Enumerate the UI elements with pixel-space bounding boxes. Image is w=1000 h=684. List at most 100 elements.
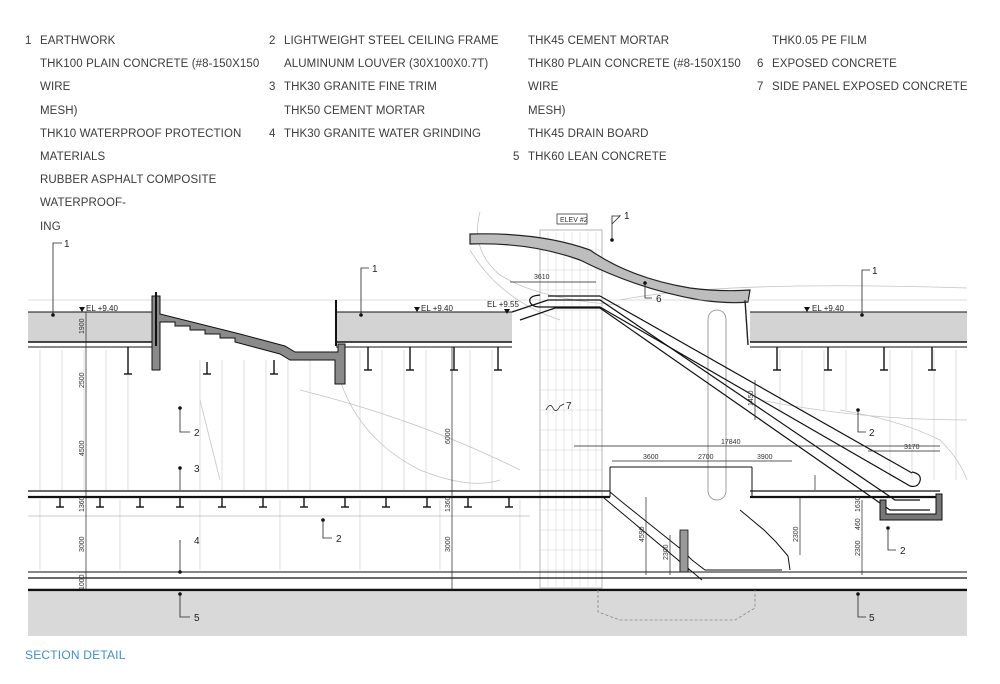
legend-entry-text: MESH) [528,104,566,117]
dim-1000: 1000 [79,574,86,590]
roof-slab-left [28,312,156,342]
legend-entry-number [513,100,528,123]
canopy-edge-stem [744,299,749,346]
legend-entry: THK10 WATERPROOF PROTECTION MATERIALS [25,123,265,169]
dim-3610: 3610 [534,274,550,281]
dim-6000: 6000 [445,428,452,444]
round-column [707,309,727,501]
ceiling-hangers [56,347,936,508]
dim-3170: 3170 [904,444,920,451]
legend-entry-number [25,100,40,123]
legend-entry-number [25,169,40,215]
callout-1-mid: 1 [372,264,378,275]
callout-7: 7 [566,401,572,412]
elevation-triangles [79,307,810,314]
legend-entry: ALUMINUNM LOUVER (30X100X0.7T) [269,53,509,76]
legend-entry-number: 5 [513,151,520,164]
louver-hatching [39,350,957,570]
legend-entry: THK100 PLAIN CONCRETE (#8-150X150 WIRE [25,53,265,99]
legend-entry: 7 SIDE PANEL EXPOSED CONCRETE [757,76,997,99]
callout-5-left: 5 [194,613,200,624]
dim-3900: 3900 [757,454,773,461]
legend-entry-number [269,53,284,76]
callout-2-d: 2 [900,546,906,557]
legend-entry: MESH) [513,100,753,123]
legend-entry-text: THK60 LEAN CONCRETE [528,151,667,164]
elev-tag-box [556,213,588,225]
dim-2300-a: 2300 [663,544,670,560]
roof-slab-lines [28,299,967,348]
legend-entry-number: 7 [757,81,764,94]
legend-entry-text: SIDE PANEL EXPOSED CONCRETE [772,81,968,94]
dim-3600: 3600 [643,454,659,461]
legend-entry: THK50 CEMENT MORTAR [269,100,509,123]
callout-3: 3 [194,464,200,475]
legend-entry: THK45 CEMENT MORTAR [513,30,753,53]
roof-slab-mid [336,312,512,342]
legend-entry: RUBBER ASPHALT COMPOSITE WATERPROOF- [25,169,265,215]
legend-entry-text: EXPOSED CONCRETE [772,58,897,71]
legend-entry-number: 4 [269,127,276,140]
dim-2300-b: 2300 [793,526,800,542]
callout-4: 4 [194,536,200,547]
legend-entry-text: MESH) [40,104,78,117]
ground-fill [28,592,967,636]
callout-leaders [52,215,896,618]
legend-column-3: THK45 CEMENT MORTAR THK80 PLAIN CONCRETE … [513,30,753,169]
dim-1630: 1630 [855,496,862,512]
dimension-lines [85,281,940,590]
legend-entry-number [757,30,772,53]
legend-entry: THK0.05 PE FILM [757,30,997,53]
legend-entry-number [25,123,40,169]
legend-entry-text: THK100 PLAIN CONCRETE (#8-150X150 WIRE [40,58,260,94]
dim-1360-mid: 1360 [445,496,452,512]
legend-entry: 5 THK60 LEAN CONCRETE [513,146,753,169]
legend-entry-text: THK30 GRANITE FINE TRIM [284,81,437,94]
legend-entry-text: THK50 CEMENT MORTAR [284,104,426,117]
background-curves [199,211,968,484]
dim-4500: 4500 [79,440,86,456]
legend-entry-text: THK80 PLAIN CONCRETE (#8-150X150 WIRE [528,58,741,94]
legend-entry-number [25,216,40,239]
legend-entry: MESH) [25,100,265,123]
legend-entry-number: 3 [269,81,276,94]
core-shaft [539,229,603,589]
callout-2-c: 2 [869,428,875,439]
legend-entry-number [513,30,528,53]
stepped-seating [151,295,346,385]
dim-1450: 1450 [748,390,755,406]
legend-entry-text: ALUMINUNM LOUVER (30X100X0.7T) [284,58,489,71]
escalator-pit [879,493,943,521]
basement-pit [597,590,756,621]
dim-4590: 4590 [639,526,646,542]
foundation-slab [28,571,967,592]
dim-1900: 1900 [79,318,86,334]
lower-stair [603,466,791,581]
elevation-left: EL +9.40 [86,304,119,313]
mezzanine-floor [28,490,940,517]
callout-dots [51,238,890,596]
callout-1-right: 1 [872,266,878,277]
legend-entry-number [513,123,528,146]
legend-entry-number [25,53,40,99]
legend-entry-number [513,53,528,99]
dim-2500: 2500 [79,372,86,388]
legend-entry-text: THK10 WATERPROOF PROTECTION MATERIALS [40,127,242,164]
callout-2-a: 2 [194,428,200,439]
stair-landing-block [679,529,689,573]
dim-1360-left: 1360 [79,496,86,512]
elevation-right: EL +9.40 [812,304,845,313]
roof-slab-right [750,312,967,342]
legend-entry: ING [25,216,265,239]
legend-entry-text: THK30 GRANITE WATER GRINDING [284,127,482,140]
legend-entry-text: THK45 DRAIN BOARD [528,127,649,140]
elev-tag: ELEV #2 [560,217,588,224]
dim-2700: 2700 [698,454,714,461]
callout-1-left: 1 [64,239,70,250]
